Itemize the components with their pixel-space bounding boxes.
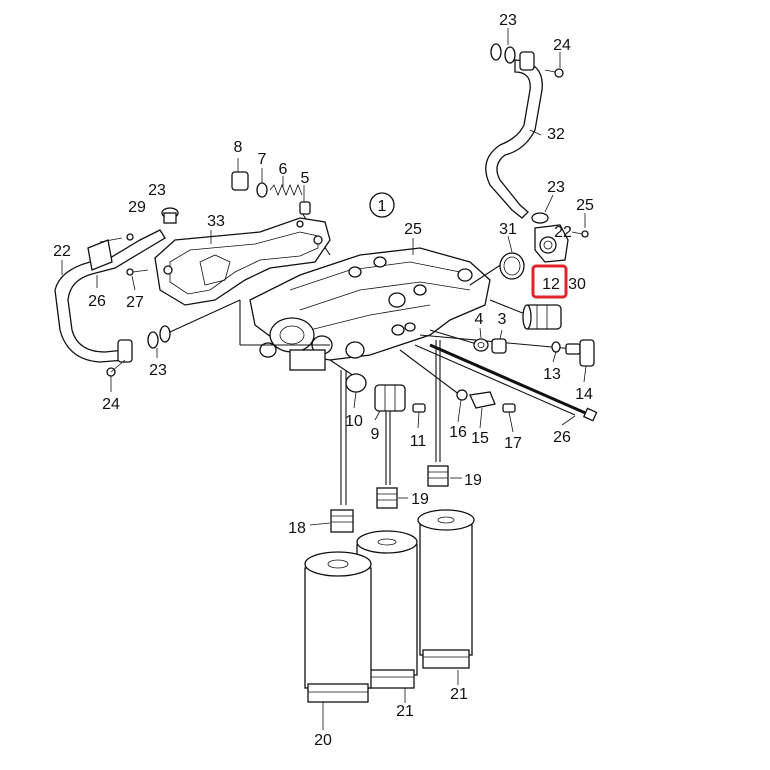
o-ring-10 <box>345 373 367 393</box>
label-12: 12 <box>542 276 560 293</box>
bolt-11 <box>412 403 426 413</box>
oil-filter-right <box>417 509 475 669</box>
label-19-mid: 19 <box>411 491 429 508</box>
label-24-bottom: 24 <box>102 396 120 413</box>
label-23-bottom: 23 <box>149 362 167 379</box>
washer-16 <box>456 389 468 401</box>
label-9: 9 <box>371 426 380 443</box>
section-marker-label: 1 <box>378 198 387 215</box>
seal-7 <box>256 182 268 198</box>
bolt-27 <box>126 268 149 276</box>
label-18: 18 <box>288 520 306 537</box>
label-25-right: 25 <box>576 197 594 214</box>
clip-29 <box>99 233 134 243</box>
o-ring-31 <box>499 252 525 280</box>
label-3: 3 <box>498 311 507 328</box>
label-8: 8 <box>234 139 243 156</box>
label-15: 15 <box>471 430 489 447</box>
label-26-right: 26 <box>553 429 571 446</box>
label-23-mid: 23 <box>547 179 565 196</box>
label-24-top: 24 <box>553 37 571 54</box>
thermostat-9 <box>374 384 406 412</box>
label-26-left: 26 <box>88 293 106 310</box>
seal-23-mid <box>531 212 549 224</box>
label-7: 7 <box>258 151 267 168</box>
oil-filter-left <box>304 551 372 703</box>
label-21-mid: 21 <box>396 703 414 720</box>
label-22-left: 22 <box>53 243 71 260</box>
bolt-24-bottom <box>106 359 126 385</box>
label-11: 11 <box>410 433 427 450</box>
section-marker-circle <box>369 192 395 218</box>
label-32: 32 <box>547 126 565 143</box>
filter-nipple-18 <box>330 509 354 533</box>
label-25-mid: 25 <box>404 221 422 238</box>
bolt-17 <box>502 403 516 413</box>
label-30: 30 <box>568 276 586 293</box>
label-17: 17 <box>504 435 522 452</box>
pipe-22-left <box>54 229 171 363</box>
label-29: 29 <box>128 199 146 216</box>
label-23-top: 23 <box>499 12 517 29</box>
bolt-25-right <box>571 230 589 238</box>
label-5: 5 <box>301 170 310 187</box>
label-16: 16 <box>449 424 467 441</box>
valve-12 <box>522 304 562 330</box>
long-bolt-26 <box>429 343 598 422</box>
label-4: 4 <box>475 311 484 328</box>
label-6: 6 <box>279 161 288 178</box>
washer-4 <box>473 338 489 352</box>
oil-cooler-fitting <box>534 224 569 263</box>
washer-13 <box>551 341 561 353</box>
label-10: 10 <box>345 413 363 430</box>
cap-23-left <box>161 207 179 224</box>
filter-nipple-19-mid <box>376 487 398 509</box>
oil-filter-housing <box>249 247 491 371</box>
label-21-right: 21 <box>450 686 468 703</box>
label-20: 20 <box>314 732 332 749</box>
label-22-right: 22 <box>554 224 572 241</box>
label-31: 31 <box>499 221 517 238</box>
label-23-left: 23 <box>148 182 166 199</box>
label-33: 33 <box>207 213 225 230</box>
gasket-33 <box>154 217 331 306</box>
label-13: 13 <box>543 366 561 383</box>
plug-8 <box>231 171 249 191</box>
label-27: 27 <box>126 294 144 311</box>
spring-6 <box>269 183 303 197</box>
bracket-15 <box>469 391 496 409</box>
filter-nipple-19-right <box>427 465 449 487</box>
highlight-box-12 <box>531 264 568 299</box>
label-19-right: 19 <box>464 472 482 489</box>
piston-5 <box>299 201 311 215</box>
pipe-32 <box>485 43 564 219</box>
plug-3 <box>491 338 507 354</box>
sensor-14 <box>565 339 595 367</box>
label-14: 14 <box>575 386 593 403</box>
